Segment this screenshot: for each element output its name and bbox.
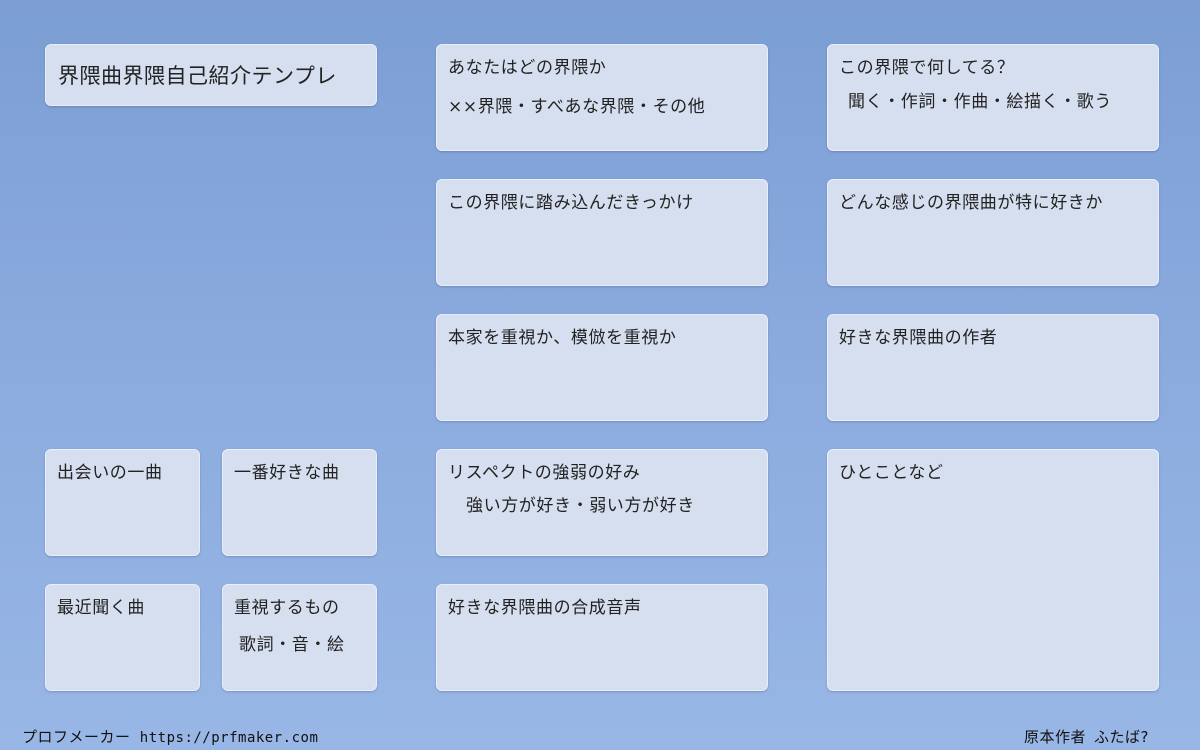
priority-label: 重視するもの — [234, 598, 340, 618]
fav-type-label: どんな感じの界隈曲が特に好きか — [839, 193, 1103, 213]
title-box: 界隈曲界隈自己紹介テンプレ — [45, 44, 377, 106]
favorite-song-box[interactable]: 一番好きな曲 — [222, 449, 377, 556]
fav-type-box[interactable]: どんな感じの界隈曲が特に好きか — [827, 179, 1159, 286]
recent-song-label: 最近聞く曲 — [57, 598, 145, 618]
respect-box[interactable]: リスペクトの強弱の好み 強い方が好き・弱い方が好き — [436, 449, 768, 556]
first-song-box[interactable]: 出会いの一曲 — [45, 449, 200, 556]
recent-song-box[interactable]: 最近聞く曲 — [45, 584, 200, 691]
footer-credit: 原本作者ふたば? — [1024, 726, 1149, 747]
trigger-box[interactable]: この界隈に踏み込んだきっかけ — [436, 179, 768, 286]
respect-label: リスペクトの強弱の好み — [448, 463, 641, 483]
priority-box[interactable]: 重視するもの 歌詞・音・絵 — [222, 584, 377, 691]
original-vs-imitation-box[interactable]: 本家を重視か、模倣を重視か — [436, 314, 768, 421]
respect-options: 強い方が好き・弱い方が好き — [466, 496, 695, 516]
footer-maker: プロフメーカー https://prfmaker.com — [22, 726, 318, 747]
which-kai-label: あなたはどの界隈か — [448, 58, 607, 78]
footer-maker-url[interactable]: https://prfmaker.com — [139, 730, 319, 746]
trigger-label: この界隈に踏み込んだきっかけ — [448, 193, 694, 213]
comment-box[interactable]: ひとことなど — [827, 449, 1159, 691]
what-do-label: この界隈で何してる？ — [839, 58, 1015, 78]
voice-label: 好きな界隈曲の合成音声 — [448, 598, 642, 618]
footer-maker-label: プロフメーカー — [22, 728, 131, 746]
comment-label: ひとことなど — [839, 463, 944, 483]
what-do-options: 聞く・作詞・作曲・絵描く・歌う — [848, 92, 1112, 112]
original-vs-imitation-label: 本家を重視か、模倣を重視か — [448, 328, 677, 348]
which-kai-options: ××界隈・すべあな界隈・その他 — [448, 97, 706, 117]
fav-creator-label: 好きな界隈曲の作者 — [839, 328, 998, 348]
voice-box[interactable]: 好きな界隈曲の合成音声 — [436, 584, 768, 691]
which-kai-box[interactable]: あなたはどの界隈か ××界隈・すべあな界隈・その他 — [436, 44, 768, 151]
fav-creator-box[interactable]: 好きな界隈曲の作者 — [827, 314, 1159, 421]
footer-credit-name: ふたば? — [1094, 728, 1149, 746]
footer-credit-label: 原本作者 — [1024, 728, 1087, 746]
page-title: 界隈曲界隈自己紹介テンプレ — [58, 64, 337, 88]
what-do-box[interactable]: この界隈で何してる？ 聞く・作詞・作曲・絵描く・歌う — [827, 44, 1159, 151]
priority-options: 歌詞・音・絵 — [239, 635, 345, 655]
favorite-song-label: 一番好きな曲 — [234, 463, 340, 483]
first-song-label: 出会いの一曲 — [57, 463, 163, 483]
